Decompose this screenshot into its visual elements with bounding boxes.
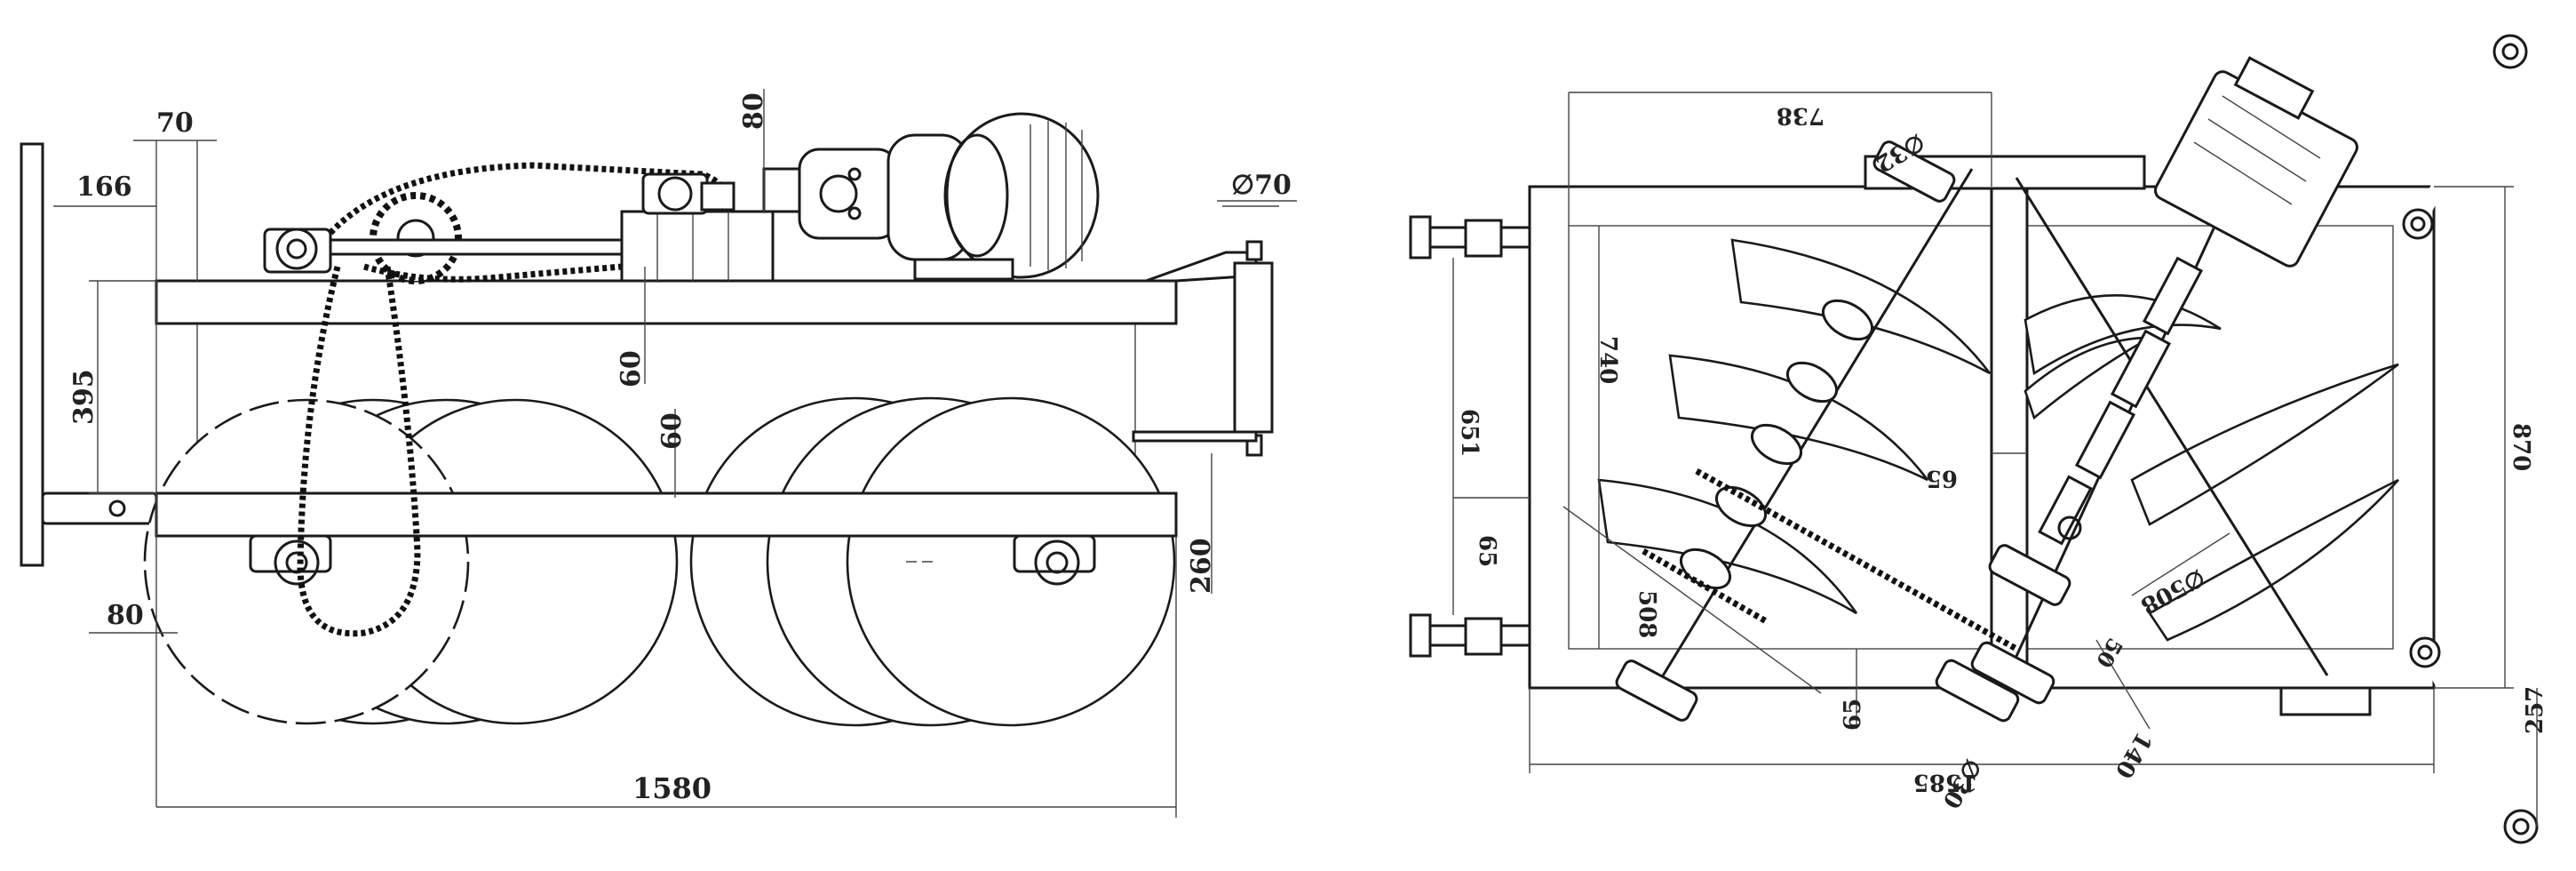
bearing-lower-left — [249, 534, 332, 586]
dim-260: 260 — [1186, 538, 1217, 594]
rear-hitch-bracket — [1132, 240, 1274, 457]
left-disc-gang — [1597, 140, 1992, 722]
plan-view — [1409, 34, 2539, 844]
sprocket — [370, 192, 462, 284]
top-shaft — [329, 238, 634, 256]
dim-65-mid: 65 — [1926, 465, 1958, 491]
top-link — [2402, 34, 2528, 240]
dim-80-top: 80 — [738, 92, 769, 130]
hitch-pin — [108, 499, 126, 517]
dim-508-left: 508 — [1634, 590, 1660, 638]
plan-chain — [1695, 467, 2018, 652]
dim-166: 166 — [76, 172, 132, 203]
front-hitch-clamps — [1409, 215, 1531, 658]
dim-870: 870 — [2508, 423, 2534, 471]
dim-1585: 1585 — [1913, 769, 1977, 795]
dim-70: 70 — [156, 108, 194, 139]
dim-740: 740 — [1594, 336, 1621, 384]
drive-chain-vertical — [297, 266, 421, 637]
dim-65-bottom: 65 — [1840, 699, 1866, 731]
drive-chain-top — [328, 162, 732, 283]
hitch-plate — [20, 142, 44, 567]
gearbox-housing — [620, 210, 775, 283]
dim-738: 738 — [1777, 102, 1825, 129]
dim-60-b: 60 — [656, 412, 688, 450]
dim-60-a: 60 — [616, 350, 647, 388]
dim-dia-70: ∅70 — [1231, 170, 1292, 201]
dim-65-left: 65 — [1474, 535, 1500, 567]
motor — [762, 112, 1100, 281]
plain-disc-group — [689, 396, 1176, 727]
side-view-dimension-lines — [53, 89, 1297, 818]
hitch-arm — [41, 491, 158, 525]
notched-roller-group — [143, 398, 679, 725]
plan-driveshaft — [1935, 212, 2222, 723]
dim-80-bottom: 80 — [107, 600, 144, 631]
dim-1580: 1580 — [632, 771, 712, 805]
dim-140: 140 — [2110, 728, 2157, 783]
bottom-link — [2409, 636, 2539, 844]
plan-motor — [2154, 56, 2358, 268]
bearing-lower-right — [1013, 534, 1096, 586]
right-disc-gang — [2015, 177, 2399, 676]
plan-view-dimension-lines — [1452, 92, 2538, 827]
dim-651: 651 — [1456, 409, 1483, 457]
side-view — [20, 89, 1297, 818]
dim-395: 395 — [68, 369, 99, 425]
dim-257: 257 — [2522, 686, 2548, 734]
bearing-upper-left — [263, 228, 332, 274]
